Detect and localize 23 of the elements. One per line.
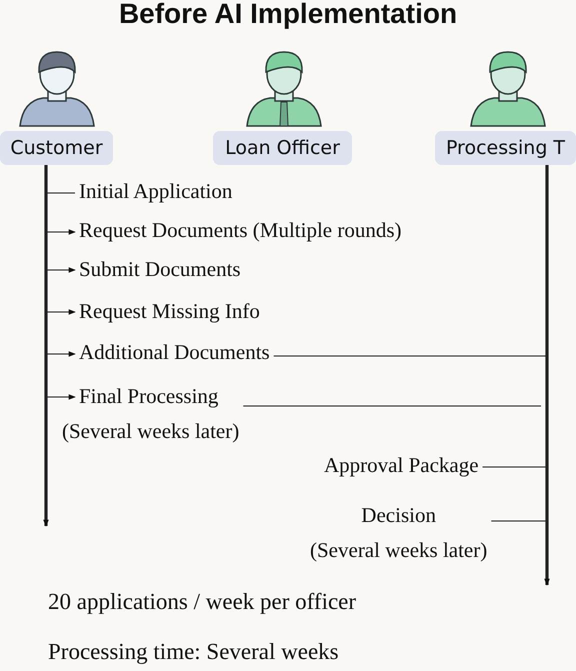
note-text: 20 applications / week per officer (48, 589, 356, 615)
actor-label: Processing T (435, 131, 576, 165)
actor-label: Loan Officer (213, 131, 352, 165)
arrow (46, 267, 76, 273)
message-label: Submit Documents (75, 257, 245, 282)
arrow (46, 351, 76, 357)
message-label: Initial Application (75, 179, 236, 204)
message-label: Approval Package (320, 453, 483, 478)
message-label: Final Processing (79, 384, 220, 409)
note-text: Processing time: Several weeks (48, 639, 339, 665)
arrow (46, 394, 76, 400)
arrow (46, 229, 76, 235)
message-label: Additional Documents (75, 340, 274, 365)
diagram-title: Before AI Implementation (118, 0, 458, 30)
note-text: (Several weeks later) (310, 538, 488, 563)
message-label: Request Documents (Multiple rounds) (75, 218, 406, 243)
note-text: (Several weeks later) (62, 419, 240, 444)
message-label: Request Missing Info (75, 299, 264, 324)
actor-label: Customer (0, 131, 113, 165)
message-label: Decision (360, 503, 437, 528)
lifeline-arrow (544, 165, 550, 586)
arrow (46, 309, 76, 315)
lifeline-arrow (43, 165, 49, 527)
